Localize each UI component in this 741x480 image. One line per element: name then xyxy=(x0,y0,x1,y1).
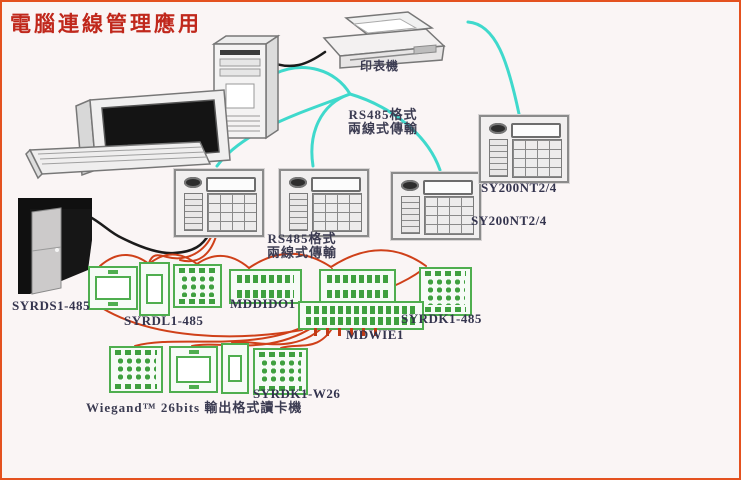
mddido1-label: MDDIDO1 xyxy=(230,296,296,311)
module-frame xyxy=(95,276,131,300)
module-syrdk1-485 xyxy=(419,267,472,316)
module-pins xyxy=(314,328,378,336)
door-cable xyxy=(60,205,211,255)
module-terminal-row xyxy=(259,386,302,391)
module-terminal-row xyxy=(306,306,416,314)
module-key-dots xyxy=(116,357,156,382)
speaker-icon xyxy=(184,177,202,188)
module-terminal-row xyxy=(327,275,388,283)
module-terminal-row xyxy=(237,275,294,283)
speaker-icon xyxy=(489,123,507,134)
module-key-dots xyxy=(180,275,215,297)
module-frame xyxy=(176,356,211,383)
red-rs485-wires xyxy=(99,232,427,349)
module-io-board-2 xyxy=(319,269,396,304)
page-title: 電腦連線管理應用 xyxy=(10,12,202,36)
cyan-rs485-wires xyxy=(215,20,521,172)
printer xyxy=(322,11,446,69)
module-terminal-row xyxy=(327,290,388,298)
rs485-label-mid-line2: 兩線式傳輸 xyxy=(266,245,337,260)
module-wiegand-frame-reader xyxy=(169,346,218,393)
access-keypad-sy200 xyxy=(478,114,570,184)
keypad-side-buttons xyxy=(401,196,420,234)
printer-output-slot xyxy=(349,52,423,61)
keypad-key-grid xyxy=(207,193,257,232)
module-key-dots xyxy=(426,278,465,305)
module-terminal-row xyxy=(115,350,157,355)
keypad-key-grid xyxy=(424,196,474,235)
module-wiegand-keypad-1 xyxy=(109,346,163,393)
module-tab xyxy=(108,302,118,306)
keypad-key-grid xyxy=(312,193,362,232)
keypad-display xyxy=(511,123,561,138)
module-terminal-row xyxy=(306,317,416,325)
keypad-display xyxy=(206,177,256,192)
keypad-display xyxy=(311,177,361,192)
rs485-label-top: RS485格式 兩線式傳輸 xyxy=(327,108,439,136)
sy200-label-top: SY200NT2/4 xyxy=(481,180,557,195)
module-terminal-row xyxy=(259,352,302,357)
computer-keyboard xyxy=(25,141,212,180)
module-mdwie1 xyxy=(298,301,424,336)
module-syrdk1-w26 xyxy=(253,348,308,395)
module-wiegand-slim-reader xyxy=(221,343,249,394)
access-keypad-2 xyxy=(278,168,370,238)
door-handle xyxy=(55,248,59,252)
speaker-icon xyxy=(401,180,419,191)
keypad-display xyxy=(423,180,473,195)
module-terminal-row xyxy=(237,290,294,298)
module-slot xyxy=(228,355,242,382)
module-slot xyxy=(146,274,163,304)
syrdk1-485-label: SYRDK1-485 xyxy=(401,311,482,326)
syrdk1-w26-label: SYRDK1-W26 xyxy=(253,386,341,401)
keypad-key-grid xyxy=(512,139,562,178)
drive-bay xyxy=(219,58,261,67)
module-mddido1 xyxy=(229,269,302,304)
rs485-label-top-line1: RS485格式 xyxy=(348,107,418,122)
mdwie1-label: MDWIE1 xyxy=(346,327,404,342)
printer-paper xyxy=(352,18,418,34)
printer-label: 印表機 xyxy=(360,59,400,73)
module-green-keypad-1 xyxy=(173,264,222,308)
module-key-dots xyxy=(260,359,301,384)
keypad-side-buttons xyxy=(489,139,508,177)
door-panel xyxy=(31,207,62,295)
drive-bay xyxy=(219,68,261,77)
module-syrdl1-485 xyxy=(139,262,170,316)
speaker-icon xyxy=(289,177,307,188)
syrds1-label: SYRDS1-485 xyxy=(12,298,90,313)
module-tab xyxy=(108,270,118,274)
module-terminal-row xyxy=(425,307,466,312)
keypad-side-buttons xyxy=(289,193,308,231)
sy200-label-row: SY200NT2/4 xyxy=(471,213,547,228)
rs485-label-top-line2: 兩線式傳輸 xyxy=(347,121,418,136)
syrdl1-label: SYRDL1-485 xyxy=(124,313,204,328)
rs485-label-mid: RS485格式 兩線式傳輸 xyxy=(256,232,348,260)
rs485-label-mid-line1: RS485格式 xyxy=(267,231,337,246)
module-terminal-row xyxy=(179,299,216,304)
module-terminal-row xyxy=(425,271,466,276)
module-syrds1-485 xyxy=(88,266,138,310)
module-tab xyxy=(188,350,199,354)
tower-vent-slot xyxy=(220,50,260,55)
wiegand-note-label: Wiegand™ 26bits 輸出格式讀卡機 xyxy=(86,400,303,415)
module-terminal-row xyxy=(179,268,216,273)
keypad-side-buttons xyxy=(184,193,203,231)
module-terminal-row xyxy=(115,384,157,389)
access-keypad-3 xyxy=(390,171,482,241)
module-tab xyxy=(188,385,199,389)
door xyxy=(18,198,92,295)
access-keypad-1 xyxy=(173,168,265,238)
